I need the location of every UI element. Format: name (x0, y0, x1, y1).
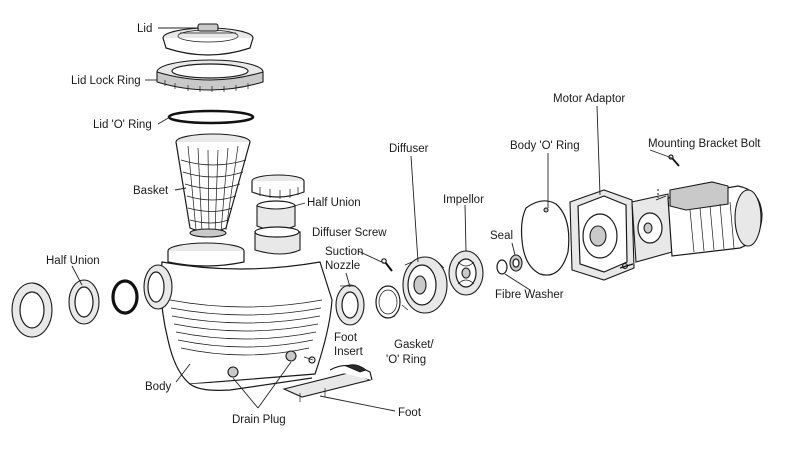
seal-part (509, 254, 523, 272)
half-union-left-sleeve (68, 279, 100, 325)
label-body: Body (145, 381, 171, 393)
label-lid-lock-ring: Lid Lock Ring (71, 75, 141, 87)
label-impellor: Impellor (443, 194, 484, 206)
label-gasket-line1: Gasket/ (394, 339, 434, 351)
impellor-part (448, 250, 484, 296)
label-foot-insert-line2: Insert (334, 346, 364, 358)
diffuser-part (401, 256, 448, 314)
label-motor-adaptor: Motor Adaptor (553, 93, 625, 105)
body-part (143, 226, 333, 391)
label-basket: Basket (133, 185, 169, 197)
label-lid-o-ring: Lid 'O' Ring (93, 119, 152, 131)
motor-adaptor-part (569, 189, 635, 281)
label-lid: Lid (137, 23, 152, 35)
motor-part (631, 181, 763, 263)
label-suction-nozzle-line1: Suction (325, 246, 363, 258)
label-seal: Seal (490, 230, 513, 242)
label-diffuser-screw: Diffuser Screw (312, 227, 387, 239)
basket-part (175, 133, 251, 238)
suction-nozzle-part (335, 284, 365, 326)
half-union-top-sleeve (256, 200, 296, 231)
gasket-o-ring-part (375, 285, 401, 319)
label-body-o-ring: Body 'O' Ring (510, 140, 580, 152)
lid-o-ring-part (167, 109, 255, 125)
label-suction-nozzle-line2: Nozzle (325, 260, 360, 272)
lid-part (162, 23, 254, 56)
label-foot-insert-line1: Foot (334, 332, 358, 344)
label-drain-plug: Drain Plug (232, 414, 286, 426)
label-half-union-top: Half Union (307, 197, 361, 209)
mounting-bracket-bolt-part (668, 154, 680, 167)
label-diffuser: Diffuser (389, 143, 429, 155)
leader-lines (71, 27, 673, 412)
label-mounting-bracket-bolt: Mounting Bracket Bolt (648, 138, 761, 150)
label-gasket-line2: 'O' Ring (386, 354, 426, 366)
label-half-union-left: Half Union (46, 255, 100, 267)
diffuser-screw-part (381, 258, 393, 272)
foot-part (282, 364, 373, 402)
lid-lock-ring-part (156, 59, 264, 92)
half-union-top-part (251, 174, 305, 199)
union-o-ring-part (111, 279, 139, 315)
body-o-ring-part (520, 200, 570, 276)
label-foot: Foot (398, 407, 422, 419)
half-union-left-ring (11, 282, 53, 338)
label-fibre-washer: Fibre Washer (495, 289, 564, 301)
fibre-washer-part (496, 259, 508, 275)
